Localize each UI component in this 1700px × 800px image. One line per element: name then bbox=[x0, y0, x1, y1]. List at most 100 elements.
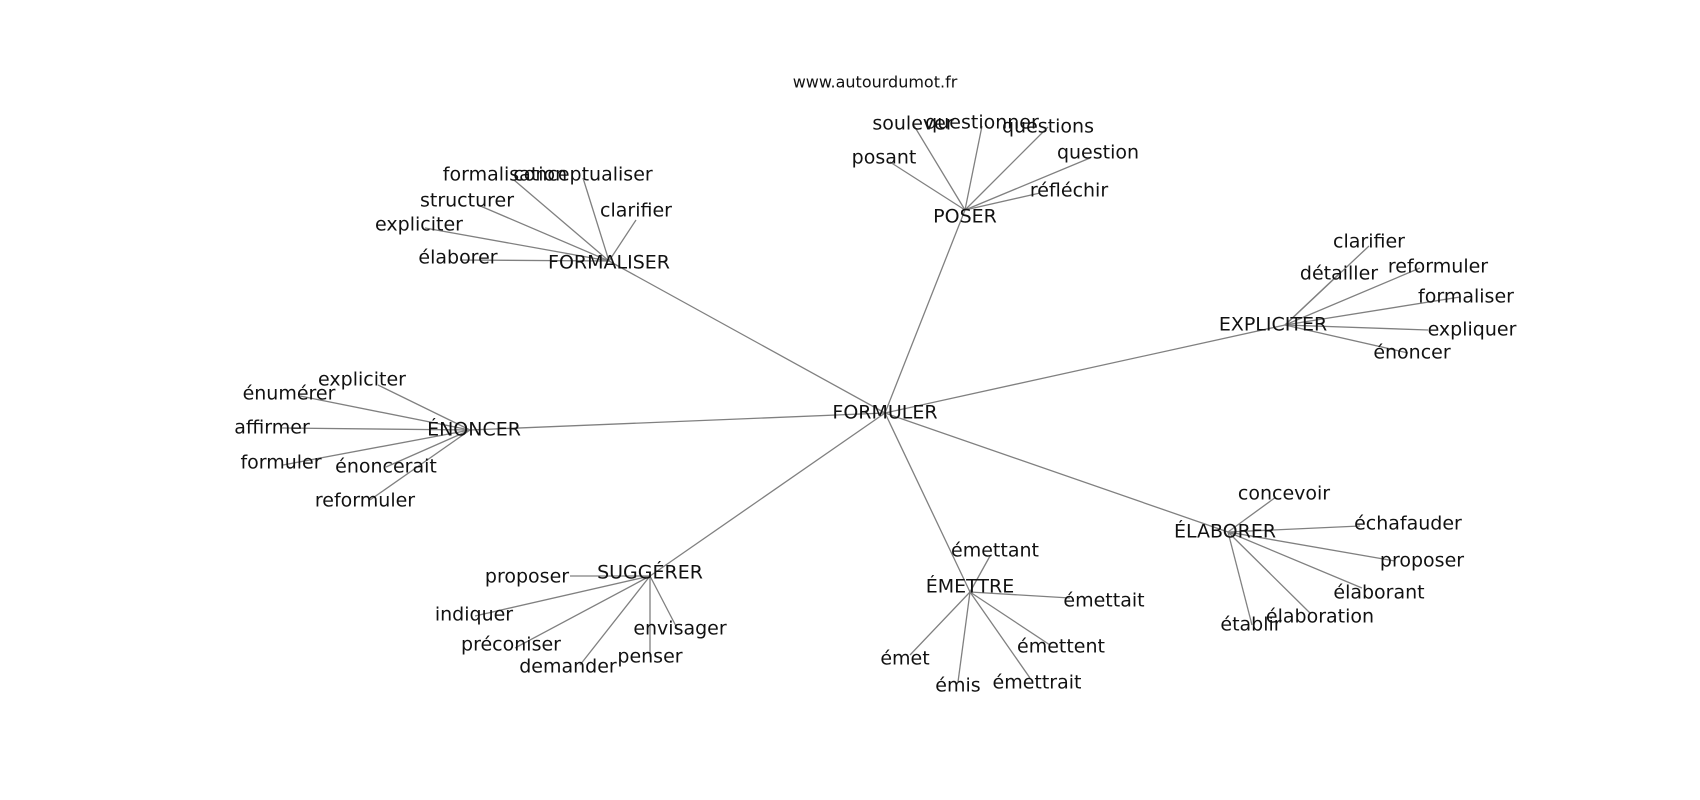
word-node-7-5: émis bbox=[935, 675, 980, 697]
hub-node-2: FORMALISER bbox=[548, 252, 670, 274]
center-edge-7 bbox=[884, 412, 971, 593]
word-node-5-5: élaboration bbox=[1266, 606, 1374, 628]
word-node-6-6: demander bbox=[519, 656, 617, 678]
word-node-7-1: émettant bbox=[951, 540, 1039, 562]
word-edge-3-5 bbox=[1284, 324, 1429, 331]
word-edge-2-2 bbox=[582, 177, 610, 262]
word-node-1-6: réfléchir bbox=[1030, 180, 1109, 202]
word-edge-7-6 bbox=[969, 591, 1031, 679]
watermark-text: www.autourdumot.fr bbox=[793, 73, 958, 92]
word-edge-4-2 bbox=[299, 395, 471, 431]
word-edge-6-6 bbox=[579, 575, 651, 666]
word-node-2-2: conceptualiser bbox=[513, 164, 653, 186]
word-node-5-3: proposer bbox=[1380, 550, 1464, 572]
word-edge-2-3 bbox=[477, 204, 610, 262]
word-node-6-5: penser bbox=[617, 646, 682, 668]
edge-layer bbox=[281, 123, 1461, 683]
word-node-3-4: formaliser bbox=[1418, 286, 1514, 308]
word-node-1-5: question bbox=[1057, 142, 1139, 164]
hub-node-1: POSER bbox=[933, 206, 997, 228]
label-layer: www.autourdumot.fr FORMULER POSER souleve… bbox=[234, 73, 1516, 697]
word-edge-1-2 bbox=[964, 125, 983, 211]
word-node-7-4: émet bbox=[880, 648, 929, 670]
word-node-1-1: soulever bbox=[872, 113, 953, 135]
word-node-2-4: clarifier bbox=[600, 200, 672, 222]
word-node-4-6: reformuler bbox=[315, 490, 415, 512]
center-edge-5 bbox=[884, 412, 1229, 533]
word-edge-1-5 bbox=[964, 157, 1091, 211]
word-edge-5-4 bbox=[1227, 531, 1363, 589]
word-node-4-2: énumérer bbox=[243, 383, 336, 405]
word-node-3-5: expliquer bbox=[1428, 319, 1517, 341]
hub-node-5: ÉLABORER bbox=[1174, 520, 1276, 543]
word-edge-1-1 bbox=[912, 123, 966, 211]
word-node-1-4: posant bbox=[852, 147, 917, 169]
word-edge-6-2 bbox=[474, 575, 651, 617]
word-node-2-6: élaborer bbox=[418, 247, 497, 269]
center-node-label: FORMULER bbox=[832, 402, 937, 424]
word-node-7-6: émettrait bbox=[993, 672, 1082, 694]
hub-node-4: ÉNONCER bbox=[427, 418, 521, 441]
word-edge-4-1 bbox=[377, 384, 471, 431]
word-edge-5-1 bbox=[1227, 496, 1277, 533]
word-edge-5-5 bbox=[1227, 531, 1311, 614]
word-node-3-3: reformuler bbox=[1388, 256, 1488, 278]
word-edge-4-6 bbox=[369, 429, 471, 501]
word-edge-1-4 bbox=[889, 161, 966, 211]
word-node-3-1: clarifier bbox=[1333, 231, 1405, 253]
word-edge-6-4 bbox=[514, 575, 651, 649]
word-node-3-6: énoncer bbox=[1373, 342, 1451, 364]
word-edge-5-3 bbox=[1227, 531, 1396, 562]
word-node-5-6: établir bbox=[1220, 614, 1281, 636]
word-edge-4-5 bbox=[385, 429, 471, 468]
word-edge-7-2 bbox=[969, 591, 1071, 599]
word-edge-5-2 bbox=[1227, 525, 1361, 533]
center-edge-2 bbox=[608, 260, 886, 414]
hub-node-6: SUGGÉRER bbox=[597, 561, 703, 584]
word-edge-2-1 bbox=[513, 179, 610, 262]
word-edge-2-6 bbox=[459, 259, 610, 262]
hub-node-7: ÉMETTRE bbox=[926, 575, 1015, 598]
word-edge-5-6 bbox=[1227, 531, 1253, 626]
word-node-1-2: questionner bbox=[925, 112, 1039, 134]
word-node-2-1: formalisation bbox=[443, 164, 567, 186]
word-edge-2-5 bbox=[424, 227, 610, 262]
word-edge-3-2 bbox=[1284, 273, 1340, 326]
word-node-7-3: émettent bbox=[1017, 636, 1105, 658]
word-edge-2-4 bbox=[608, 219, 637, 262]
word-edge-7-1 bbox=[969, 555, 991, 593]
word-node-5-4: élaborant bbox=[1333, 582, 1424, 604]
center-edge-4 bbox=[469, 412, 886, 431]
word-node-5-2: échafauder bbox=[1354, 513, 1462, 535]
word-node-4-1: expliciter bbox=[318, 369, 406, 391]
hub-node-3: EXPLICITER bbox=[1219, 314, 1327, 336]
word-edge-1-3 bbox=[964, 126, 1049, 211]
word-edge-7-3 bbox=[969, 591, 1051, 646]
word-node-4-3: affirmer bbox=[234, 417, 310, 439]
word-edge-3-6 bbox=[1284, 324, 1409, 354]
word-edge-7-4 bbox=[909, 591, 971, 656]
center-edge-3 bbox=[884, 324, 1286, 414]
word-edge-3-3 bbox=[1284, 267, 1421, 326]
word-node-2-5: expliciter bbox=[375, 214, 463, 236]
word-node-2-3: structurer bbox=[420, 190, 514, 212]
word-node-6-1: proposer bbox=[485, 566, 569, 588]
word-node-6-3: envisager bbox=[633, 618, 727, 640]
center-edge-6 bbox=[649, 412, 886, 577]
word-node-6-2: indiquer bbox=[435, 604, 513, 626]
center-edge-1 bbox=[884, 209, 966, 414]
word-edge-3-4 bbox=[1284, 296, 1461, 326]
word-node-3-2: détailler bbox=[1300, 263, 1378, 285]
word-edge-4-4 bbox=[282, 429, 471, 466]
word-edge-1-6 bbox=[964, 192, 1041, 211]
word-edge-4-3 bbox=[281, 427, 471, 431]
word-edge-6-3 bbox=[649, 575, 679, 631]
word-node-4-4: formuler bbox=[240, 452, 321, 474]
word-node-7-2: émettait bbox=[1063, 590, 1144, 612]
word-node-5-1: concevoir bbox=[1238, 483, 1330, 505]
word-node-6-4: préconiser bbox=[461, 634, 561, 656]
word-node-1-3: questions bbox=[1002, 116, 1094, 138]
word-edge-7-5 bbox=[957, 591, 971, 683]
word-node-4-5: énoncerait bbox=[335, 456, 437, 478]
